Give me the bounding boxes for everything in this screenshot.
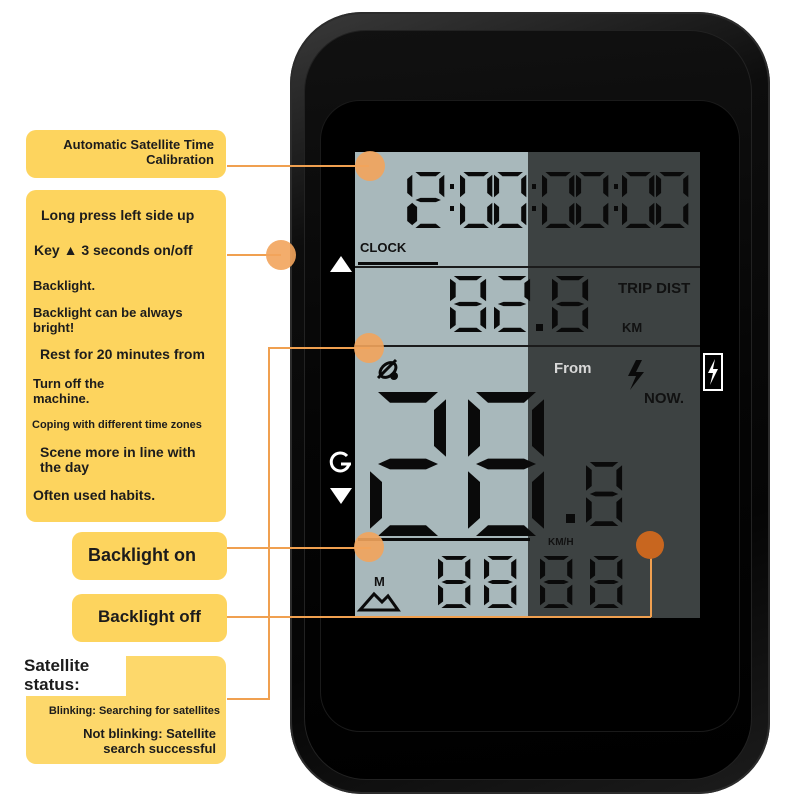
from-label: From [554,360,592,377]
lead-backlight-off-vertical [650,545,652,617]
instruction-line-2: Key ▲ 3 seconds on/off [34,242,193,258]
trip-dist-label: TRIP DIST [618,280,691,297]
instruction-line-9: Often used habits. [33,487,156,503]
satellite-icon [376,358,398,380]
now-label: NOW. [644,390,684,407]
altitude-unit-label: M [374,574,385,589]
marker-backlight-on [354,532,384,562]
lead-backlight-on [227,547,371,549]
backlight-on-text: Backlight on [88,545,197,565]
callout-backlight-on: Backlight on [72,532,227,580]
lead-satellite-time [227,165,369,167]
marker-side-button [266,240,296,270]
instruction-line-7: Coping with different time zones [32,419,202,431]
instruction-line-3: Backlight. [33,278,96,293]
callout-backlight-off: Backlight off [72,594,227,642]
callout-satellite-status: Satellite status: Blinking: Searching fo… [22,654,226,764]
speed-unit-label: KM/H [548,537,574,548]
trip-unit-label: KM [622,320,643,335]
power-icon[interactable] [329,451,351,473]
marker-backlight-off [636,531,664,559]
up-triangle-icon[interactable] [330,256,352,272]
instruction-line-4: Backlight can be always bright! [33,305,183,335]
lightning-icon [628,360,644,390]
backlight-off-text: Backlight off [98,607,201,626]
lcd-backlight-off-half [528,152,700,618]
callout-satellite-time: Automatic Satellite Time Calibration [26,130,226,178]
lead-satellite-status-vertical [268,347,270,699]
trip-digits [450,276,589,332]
lead-satellite-status-bottom [227,698,270,700]
marker-clock [355,151,385,181]
instruction-line-5: Rest for 20 minutes from [40,346,205,362]
mountain-icon [356,591,401,612]
down-triangle-icon[interactable] [330,488,352,504]
battery-lightning-icon [703,353,723,391]
marker-satellite [354,333,384,363]
satellite-status-not-blinking: Not blinking: Satellite search successfu… [83,726,216,756]
callout-backlight-instructions: Long press left side up Key ▲ 3 seconds … [26,190,226,522]
callout-satellite-time-text: Automatic Satellite Time Calibration [63,137,214,167]
lead-backlight-off [227,616,651,618]
lead-satellite-status-top [268,347,370,349]
clock-digits [407,172,689,228]
clock-label: CLOCK [360,240,407,255]
lead-backlight-key [227,254,281,256]
satellite-status-blinking: Blinking: Searching for satellites [48,705,220,717]
instruction-line-1: Long press left side up [41,207,195,223]
altitude-digits [438,556,623,608]
speed-digits [370,392,623,536]
instruction-line-8: Scene more in line with the day [40,444,196,475]
satellite-status-title: Satellite status: [22,654,126,696]
instruction-line-6: Turn off the machine. [33,376,105,406]
